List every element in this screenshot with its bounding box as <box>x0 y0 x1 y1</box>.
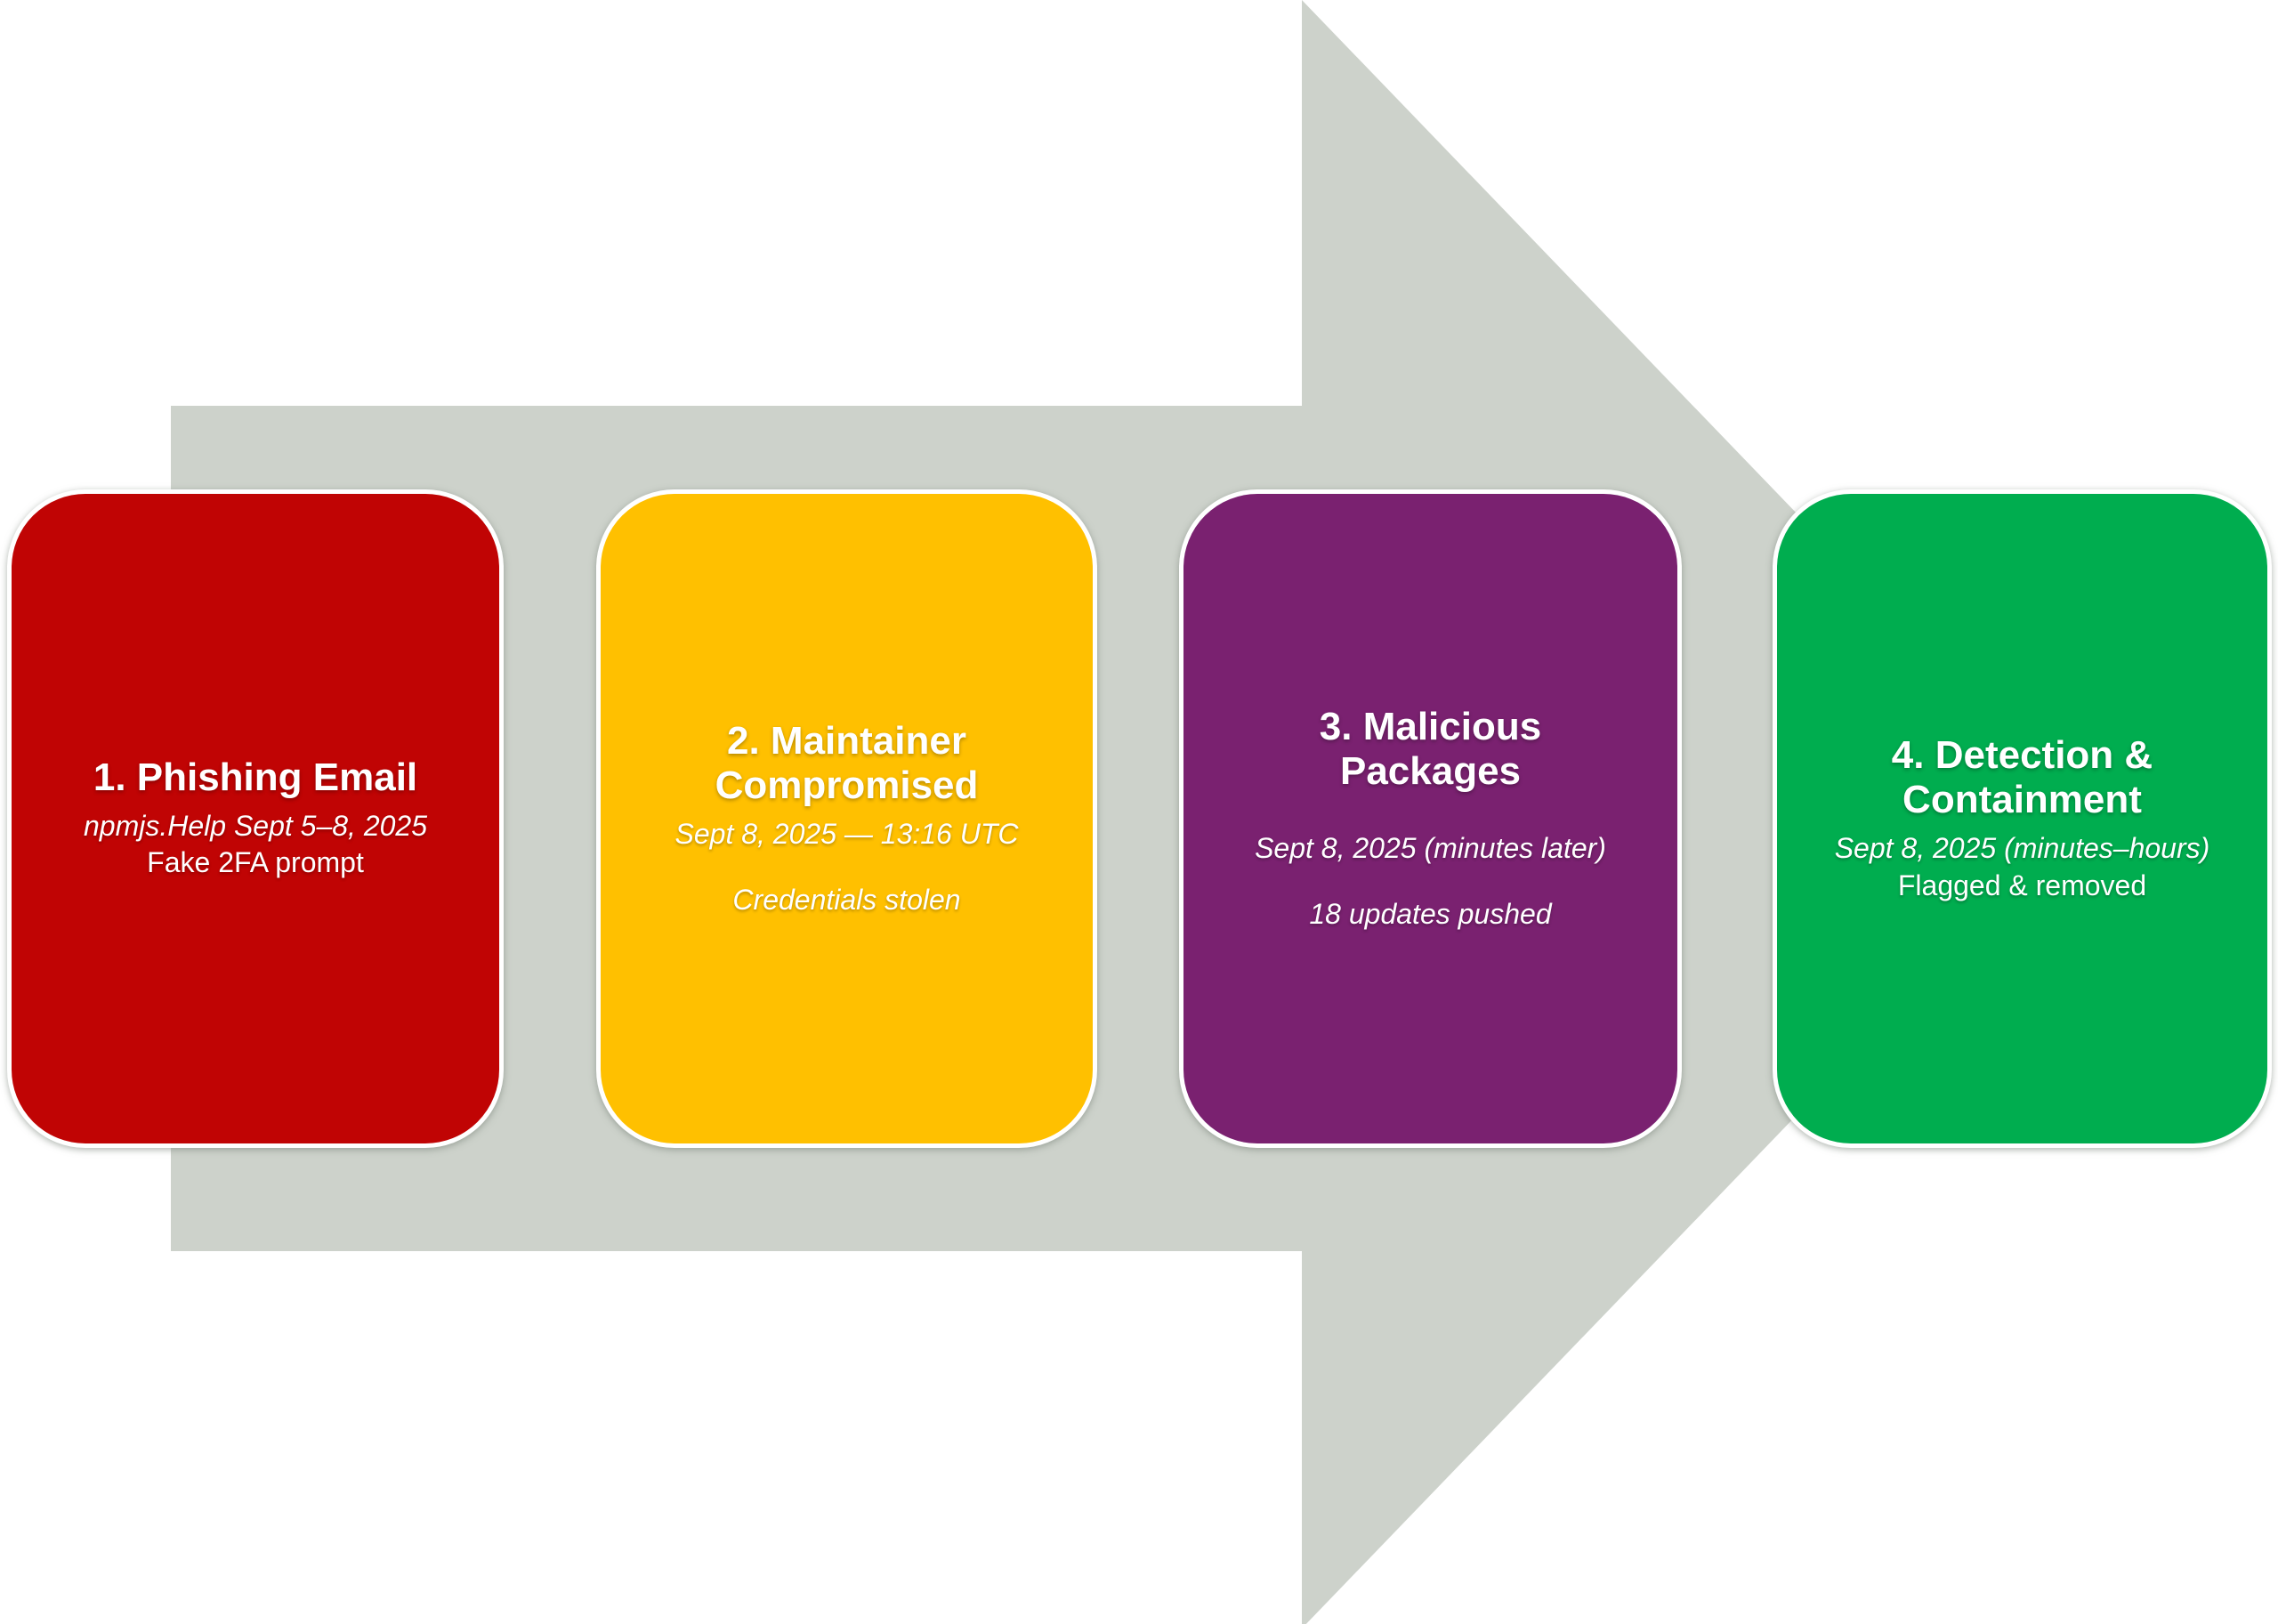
step-card-maintainer-compromised: 2. Maintainer Compromised Sept 8, 2025 —… <box>596 489 1097 1148</box>
step-card-phishing-email: 1. Phishing Email npmjs.Help Sept 5–8, 2… <box>7 489 504 1148</box>
step-detail-note: Credentials stolen <box>732 883 961 916</box>
step-detail-note: Fake 2FA prompt <box>147 846 364 879</box>
step-detail-date: Sept 8, 2025 (minutes later) <box>1255 832 1606 864</box>
step-detail-note: Flagged & removed <box>1897 869 2147 901</box>
step-detail-note: 18 updates pushed <box>1309 897 1552 930</box>
step-card-malicious-packages: 3. Malicious Packages Sept 8, 2025 (minu… <box>1179 489 1682 1148</box>
step-title: 2. Maintainer Compromised <box>715 718 979 808</box>
step-detail-date: npmjs.Help Sept 5–8, 2025 <box>83 809 428 842</box>
step-title: 3. Malicious Packages <box>1319 704 1542 794</box>
step-title: 1. Phishing Email <box>93 755 418 800</box>
step-card-detection-containment: 4. Detection & Containment Sept 8, 2025 … <box>1773 489 2272 1148</box>
step-detail-date: Sept 8, 2025 (minutes–hours) <box>1834 832 2210 864</box>
step-detail-date: Sept 8, 2025 — 13:16 UTC <box>675 818 1019 850</box>
step-title: 4. Detection & Containment <box>1891 732 2153 822</box>
